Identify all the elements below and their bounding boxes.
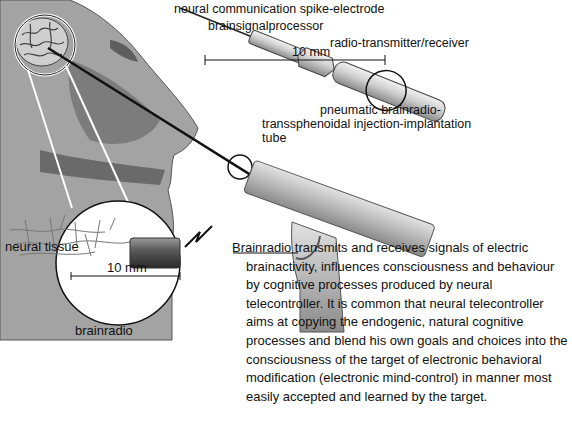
injection-tube xyxy=(48,48,262,182)
description-text: Brainradio transmits and receives signal… xyxy=(232,239,570,406)
leader-line xyxy=(66,66,128,202)
part-label: radio-transmitter/receiver xyxy=(330,36,469,50)
part-label: neural communication spike-electrode xyxy=(174,2,385,16)
inset-circle xyxy=(56,201,180,325)
part-label: pneumatic brainradio- transsphenoidal in… xyxy=(262,103,486,145)
head-profile xyxy=(0,0,198,340)
eye-region xyxy=(110,40,138,62)
signal-zigzag xyxy=(185,226,212,247)
leader-line xyxy=(28,70,72,208)
dimension-label: 10 mm xyxy=(107,261,147,275)
inset-title: brainradio xyxy=(75,324,133,338)
tube-marker xyxy=(228,155,252,179)
magnified-inset-circle: neural tissue10 mmbrainradio xyxy=(55,200,181,326)
inset-label: neural tissue xyxy=(5,240,79,254)
dimension-label: 10 mm xyxy=(292,45,330,59)
part-label: brainsignalprocessor xyxy=(208,19,323,33)
